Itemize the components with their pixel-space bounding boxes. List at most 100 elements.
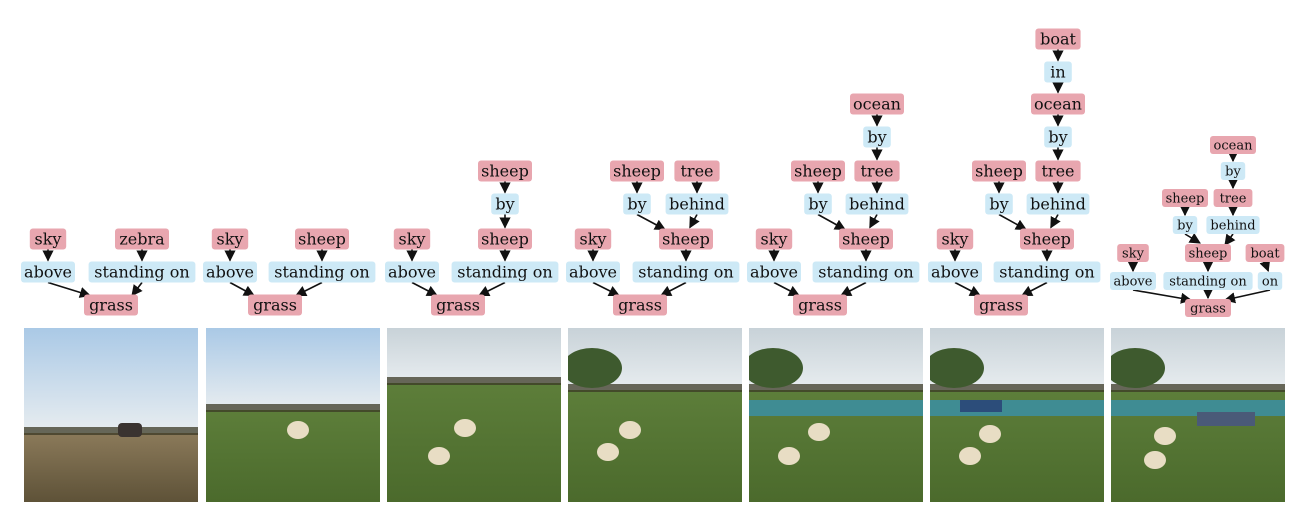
relation-node-above: above <box>1110 272 1156 290</box>
sheep-shape <box>454 419 476 437</box>
node-label: standing on <box>457 263 552 282</box>
edge-arrow <box>998 213 1027 231</box>
node-label: grass <box>253 296 297 315</box>
treeline <box>568 384 742 392</box>
node-box <box>1031 93 1085 115</box>
node-label: above <box>750 263 798 282</box>
node-box <box>854 160 900 182</box>
node-label: grass <box>798 296 842 315</box>
object-node-grass: grass <box>1185 299 1231 317</box>
relation-node-standing-on: standing on <box>268 261 376 283</box>
object-node-sheep2: sheep <box>610 160 664 182</box>
edge-arrow <box>1224 233 1236 246</box>
node-label: by <box>1225 165 1241 180</box>
relation-node-behind: behind <box>1026 193 1090 215</box>
node-box <box>936 228 974 250</box>
node-label: on <box>1262 275 1279 290</box>
node-box <box>623 193 651 215</box>
object-node-sheep2: sheep <box>972 160 1026 182</box>
node-box <box>1245 244 1285 262</box>
relation-node-above: above <box>747 261 801 283</box>
sheep-shape <box>287 421 309 439</box>
object-node-grass: grass <box>84 294 138 316</box>
grass-region <box>387 383 561 502</box>
node-box <box>21 261 75 283</box>
node-label: sheep <box>298 230 346 249</box>
node-label: sky <box>942 230 969 249</box>
node-label: grass <box>618 296 662 315</box>
generated-image-5 <box>749 328 923 502</box>
node-label: ocean <box>853 95 901 114</box>
object-node-tree: tree <box>1213 189 1253 207</box>
node-label: in <box>1050 63 1065 82</box>
node-box <box>755 228 793 250</box>
node-label: above <box>1114 275 1153 290</box>
node-label: ocean <box>1034 95 1082 114</box>
node-box <box>566 261 620 283</box>
node-label: behind <box>849 195 905 214</box>
node-box <box>812 261 920 283</box>
object-node-sheep: sheep <box>1185 244 1231 262</box>
node-label: ocean <box>1214 139 1254 154</box>
relation-node-standing-on: standing on <box>451 261 559 283</box>
node-label: sheep <box>1023 230 1071 249</box>
node-box <box>1213 189 1253 207</box>
sheep-shape <box>597 443 619 461</box>
object-node-sheep2: sheep <box>1162 189 1208 207</box>
relation-node-on: on <box>1257 272 1283 290</box>
grass-region <box>568 390 742 502</box>
edge-arrow <box>477 281 506 297</box>
ocean-band <box>930 400 1104 416</box>
node-label: by <box>808 195 827 214</box>
edge-arrow <box>1050 214 1061 229</box>
node-label: behind <box>1030 195 1086 214</box>
node-label: sky <box>35 230 62 249</box>
node-label: standing on <box>94 263 189 282</box>
node-label: sheep <box>794 162 842 181</box>
node-box <box>972 160 1026 182</box>
node-box <box>974 294 1028 316</box>
relation-node-behind: behind <box>665 193 729 215</box>
node-label: boat <box>1040 30 1076 49</box>
node-box <box>1026 193 1090 215</box>
object-node-boat: boat <box>1245 244 1285 262</box>
node-box <box>1185 244 1231 262</box>
node-box <box>1172 216 1198 234</box>
node-box <box>574 228 612 250</box>
node-box <box>268 261 376 283</box>
node-label: sheep <box>481 230 529 249</box>
generated-image-1 <box>24 328 198 502</box>
node-box <box>1020 228 1074 250</box>
node-box <box>793 294 847 316</box>
object-node-ocean: ocean <box>1031 93 1085 115</box>
object-node-sheep: sheep <box>478 228 532 250</box>
node-label: sheep <box>1189 247 1228 262</box>
node-label: above <box>24 263 72 282</box>
sheep-shape <box>1154 427 1176 445</box>
node-label: by <box>989 195 1008 214</box>
object-node-sheep2: sheep <box>478 160 532 182</box>
image-canvas <box>206 328 380 502</box>
treeline <box>24 427 198 435</box>
node-box <box>747 261 801 283</box>
edge-arrow <box>1259 259 1271 273</box>
sky-region <box>24 328 198 433</box>
node-box <box>84 294 138 316</box>
object-node-tree: tree <box>1035 160 1081 182</box>
object-node-sky: sky <box>393 228 431 250</box>
node-label: standing on <box>999 263 1094 282</box>
object-node-grass: grass <box>974 294 1028 316</box>
node-box <box>659 228 713 250</box>
object-node-grass: grass <box>431 294 485 316</box>
relation-node-above: above <box>21 261 75 283</box>
tree-shape <box>1111 348 1165 388</box>
node-box <box>478 160 532 182</box>
node-box <box>1035 28 1081 50</box>
object-node-zebra: zebra <box>115 228 169 250</box>
node-label: standing on <box>638 263 733 282</box>
object-node-sky: sky <box>1117 244 1149 262</box>
node-label: above <box>931 263 979 282</box>
relation-node-above: above <box>203 261 257 283</box>
edge-arrow <box>869 214 880 229</box>
node-label: grass <box>436 296 480 315</box>
